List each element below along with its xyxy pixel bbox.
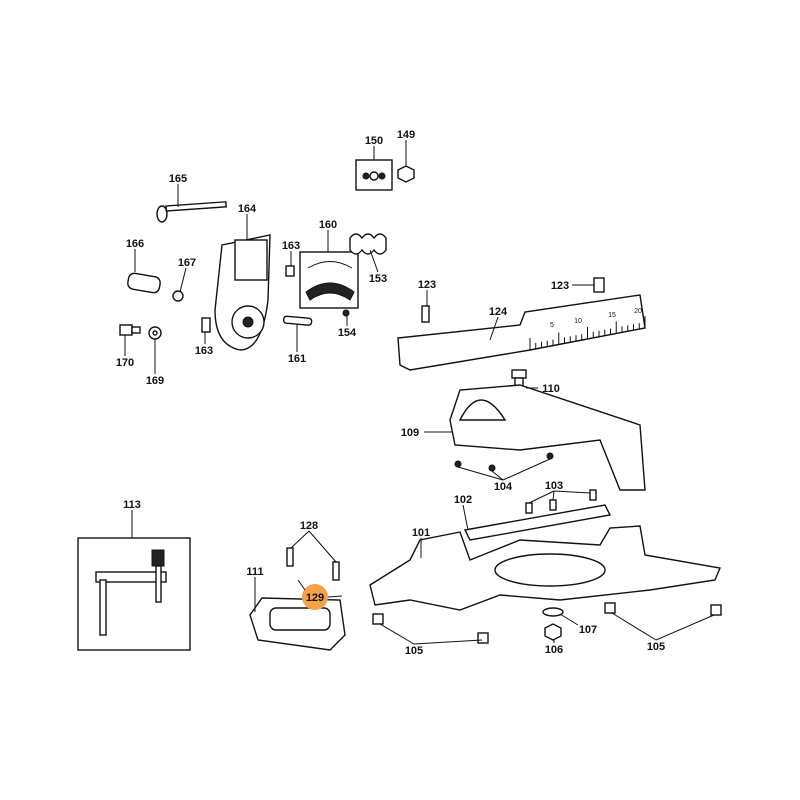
callout-105[interactable]: 105 [405, 645, 423, 657]
callout-labels: 150 149 165 164 160 166 167 163 153 170 … [116, 129, 665, 657]
scale-tick-label: 10 [574, 318, 582, 325]
part-106-nut [544, 623, 562, 641]
callout-105[interactable]: 105 [647, 641, 665, 653]
callout-154[interactable]: 154 [338, 327, 357, 339]
callout-111[interactable]: 111 [246, 566, 263, 578]
callout-107[interactable]: 107 [579, 624, 597, 636]
part-165-bolt [156, 201, 227, 223]
callout-169[interactable]: 169 [146, 375, 164, 387]
callout-123[interactable]: 123 [418, 279, 436, 291]
callout-109[interactable]: 109 [401, 427, 419, 439]
part-169-washer [148, 326, 162, 340]
part-167-clip [172, 290, 184, 302]
callout-166[interactable]: 166 [126, 238, 144, 250]
part-102-plate [463, 504, 612, 541]
part-149-nut [397, 165, 415, 183]
callout-106[interactable]: 106 [545, 644, 563, 656]
part-153-spring [349, 233, 387, 255]
callout-102[interactable]: 102 [454, 494, 472, 506]
part-104-screws [454, 452, 554, 472]
callout-163[interactable]: 163 [195, 345, 213, 357]
callout-164[interactable]: 164 [238, 203, 257, 215]
callout-113[interactable]: 113 [123, 499, 141, 511]
part-150-box [355, 159, 393, 191]
part-161-shaft [282, 315, 313, 326]
callout-163[interactable]: 163 [282, 240, 300, 252]
part-170-pin [119, 324, 141, 336]
part-105-feet [372, 602, 722, 644]
callout-160[interactable]: 160 [319, 219, 337, 231]
callout-150[interactable]: 150 [365, 135, 383, 147]
part-164-arm [214, 234, 271, 351]
callout-104[interactable]: 104 [494, 481, 513, 493]
part-166-lever [127, 272, 161, 294]
highlight-marker [302, 584, 328, 610]
part-113-clamp-box [77, 537, 191, 651]
callout-103[interactable]: 103 [545, 480, 563, 492]
scale-tick-label: 15 [608, 312, 616, 319]
callout-149[interactable]: 149 [397, 129, 415, 141]
callout-153[interactable]: 153 [369, 273, 387, 285]
callout-129-highlighted[interactable]: 129 [306, 592, 324, 604]
callout-167[interactable]: 167 [178, 257, 196, 269]
callout-170[interactable]: 170 [116, 357, 134, 369]
part-124-fence: 5 10 15 20 [397, 294, 646, 371]
callout-110[interactable]: 110 [542, 383, 560, 395]
callout-128[interactable]: 128 [300, 520, 318, 532]
part-154-nut [342, 309, 350, 317]
part-160-scale-box [299, 251, 359, 309]
callout-161[interactable]: 161 [288, 353, 306, 365]
part-101-base [369, 525, 721, 611]
scale-tick-label: 20 [634, 308, 642, 315]
fence-scale: 5 10 15 20 [529, 308, 646, 351]
part-163-screw [201, 265, 295, 333]
callout-123[interactable]: 123 [551, 280, 569, 292]
leader-lines [124, 140, 715, 645]
scale-tick-label: 5 [550, 322, 554, 329]
part-111-handle [249, 597, 346, 651]
part-109-table [449, 384, 646, 491]
part-128-screws [286, 547, 340, 581]
callout-101[interactable]: 101 [412, 527, 430, 539]
part-107-washer [542, 607, 564, 617]
callout-124[interactable]: 124 [489, 306, 508, 318]
callout-165[interactable]: 165 [169, 173, 187, 185]
